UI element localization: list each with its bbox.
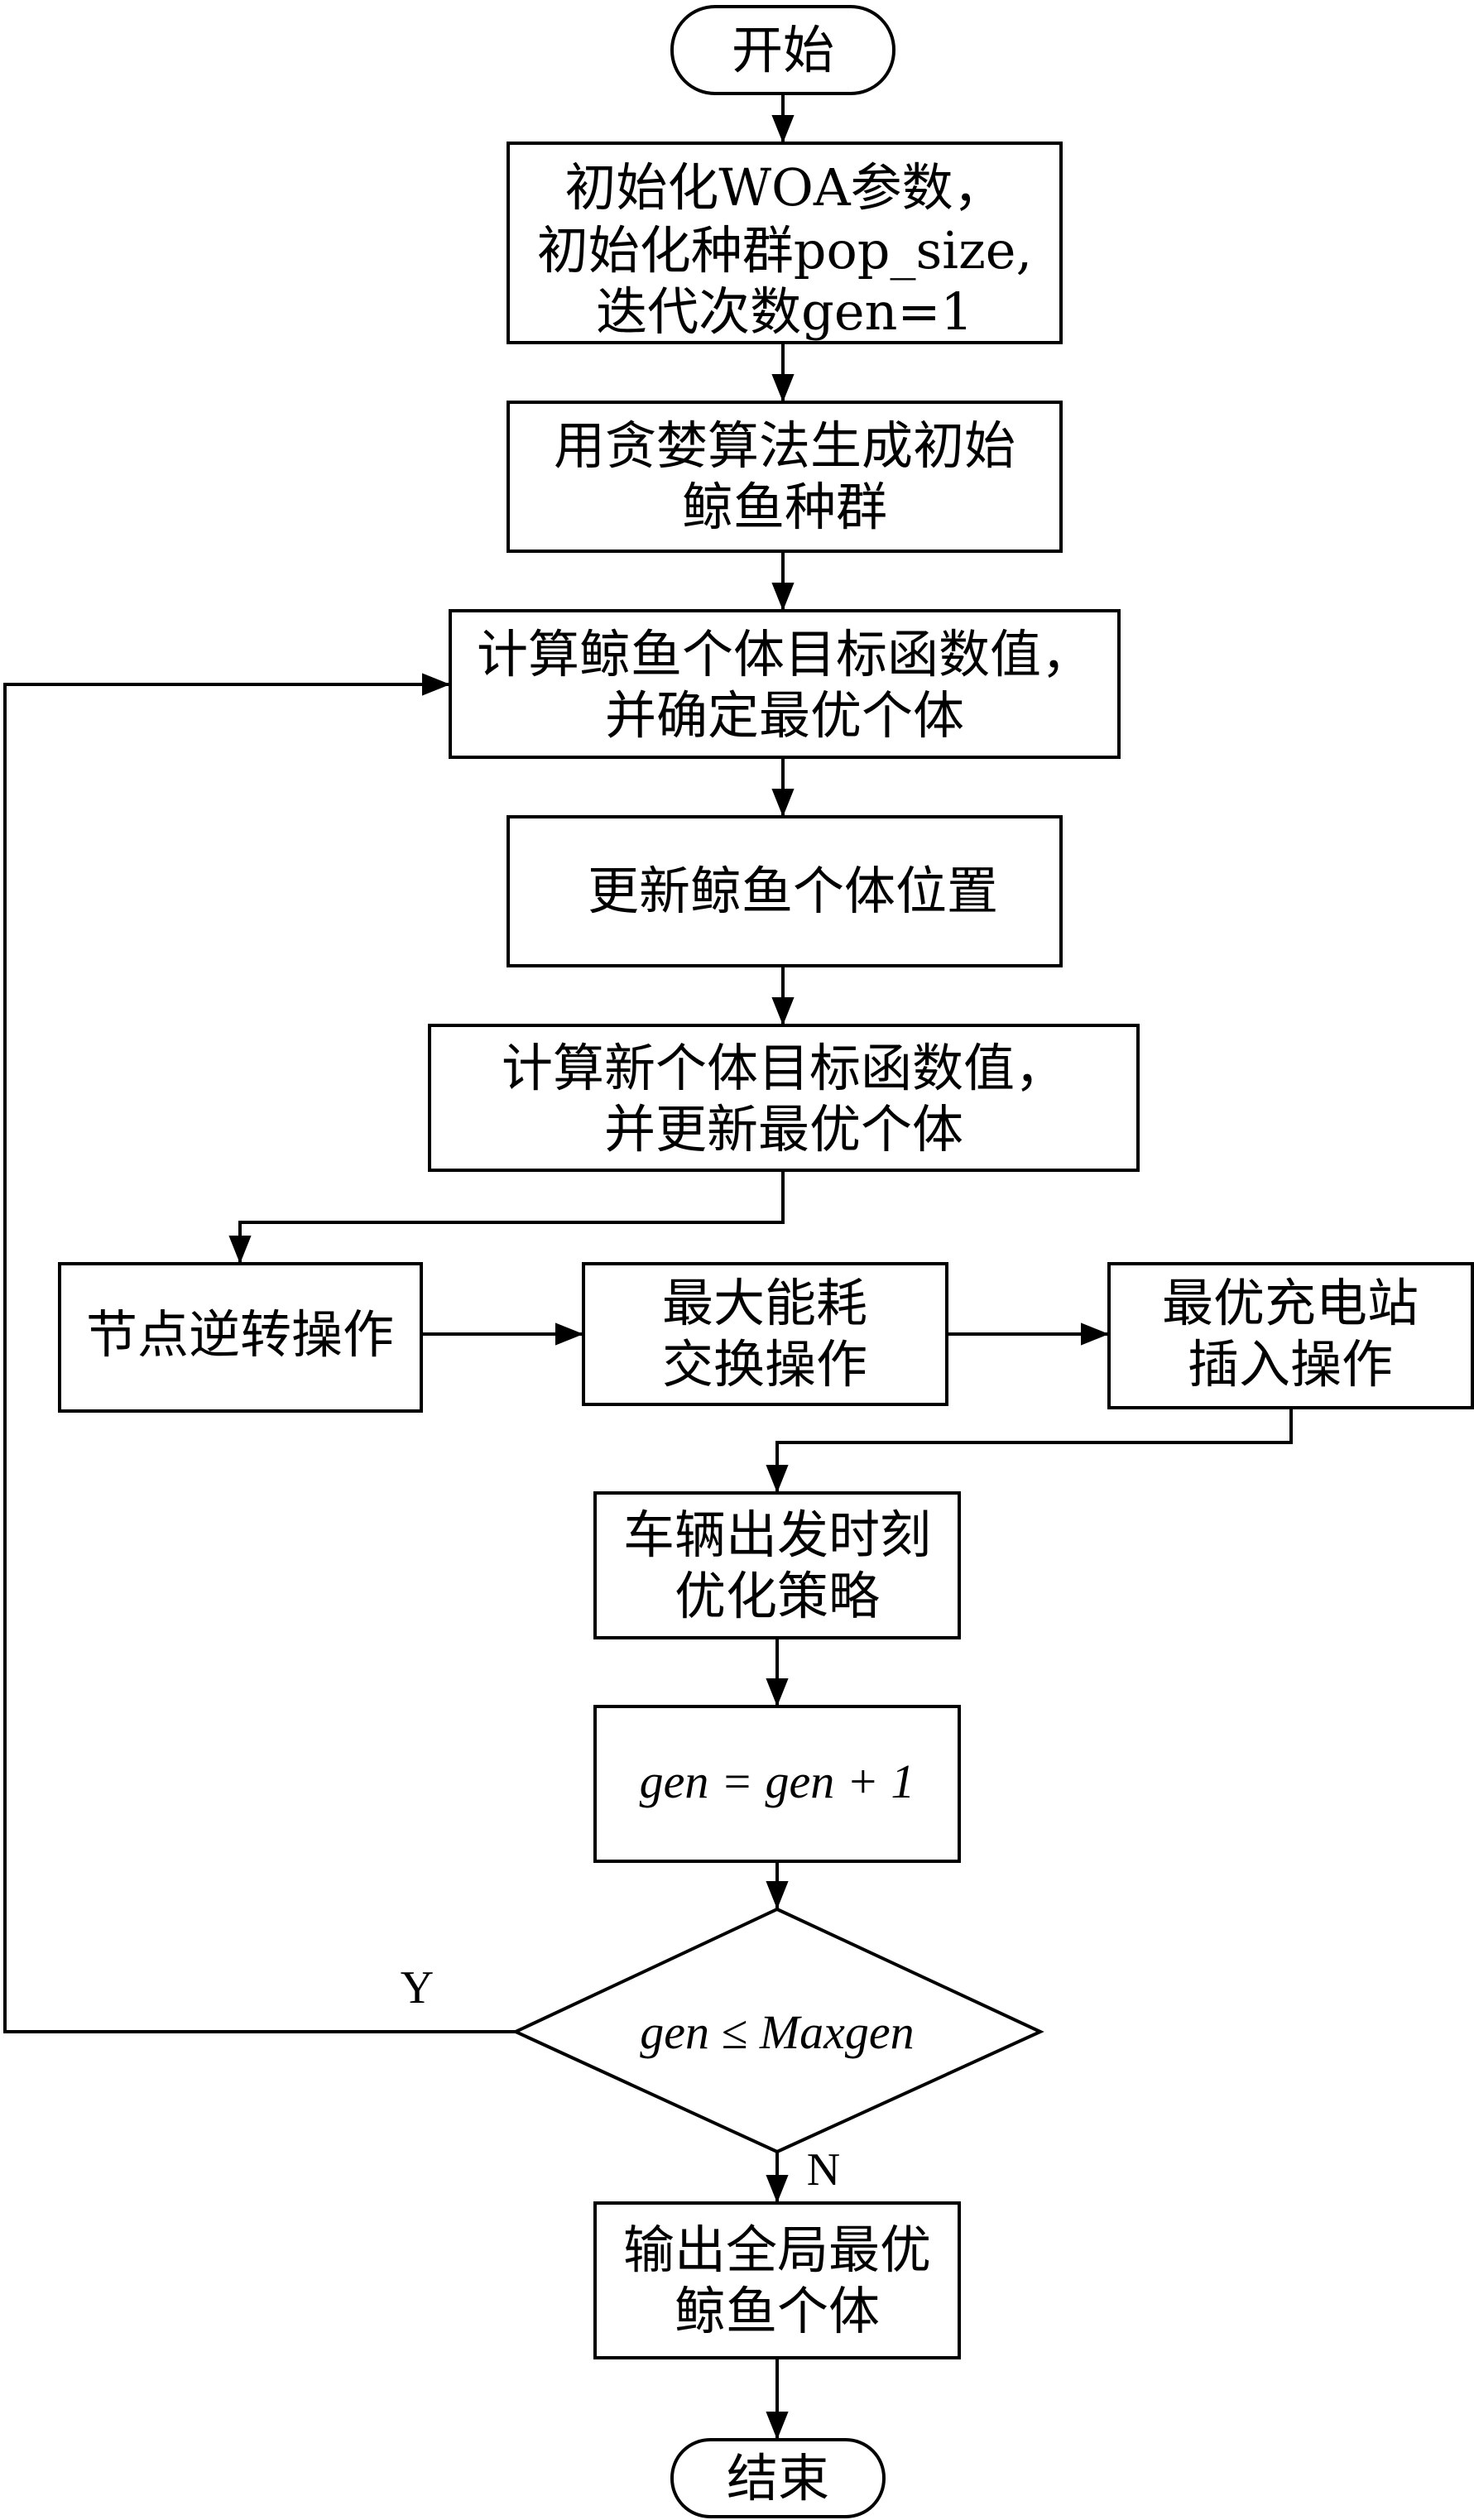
edge-decision-loop-yes (3, 673, 516, 2033)
greedy-line-2: 鲸鱼种群 (682, 477, 887, 537)
init-line-3: 迭代次数gen=1 (596, 281, 973, 342)
evaluate-line-2: 并确定最优个体 (605, 685, 964, 746)
evaluate-new-line-2: 并更新最优个体 (604, 1099, 963, 1159)
departure-opt-node: 车辆出发时刻 优化策略 (593, 1491, 961, 1639)
output-line-2: 鲸鱼个体 (675, 2281, 880, 2341)
edge-insert-departure (766, 1408, 1293, 1493)
decision-node: gen ≤ Maxgen (511, 1907, 1044, 2154)
decision-label: gen ≤ Maxgen (640, 2005, 914, 2059)
node-reversal-node: 节点逆转操作 (58, 1262, 423, 1413)
increment-label: gen = gen + 1 (640, 1754, 915, 1808)
max-energy-swap-line-2: 交换操作 (662, 1334, 867, 1394)
greedy-node: 用贪婪算法生成初始 鲸鱼种群 (507, 401, 1063, 553)
init-line-1: 初始化WOA参数， (564, 157, 1004, 218)
max-energy-swap-line-1: 最大能耗 (662, 1273, 867, 1333)
evaluate-line-1: 计算鲸鱼个体目标函数值， (477, 624, 1092, 684)
end-node: 结束 (670, 2438, 886, 2518)
station-insert-line-2: 插入操作 (1188, 1334, 1393, 1394)
station-insert-node: 最优充电站 插入操作 (1107, 1262, 1474, 1409)
update-position-node: 更新鲸鱼个体位置 (507, 815, 1063, 967)
output-node: 输出全局最优 鲸鱼个体 (593, 2201, 961, 2359)
end-label: 结束 (727, 2448, 829, 2508)
departure-opt-line-1: 车辆出发时刻 (623, 1505, 931, 1565)
start-node: 开始 (670, 5, 895, 95)
greedy-line-1: 用贪婪算法生成初始 (554, 415, 1015, 476)
start-label: 开始 (732, 20, 834, 80)
increment-node: gen = gen + 1 (593, 1705, 961, 1863)
edges (3, 94, 1293, 2440)
init-node: 初始化WOA参数， 初始化种群pop_size, 迭代次数gen=1 (507, 142, 1063, 344)
init-line-2: 初始化种群pop_size, (537, 220, 1032, 281)
max-energy-swap-node: 最大能耗 交换操作 (582, 1262, 948, 1406)
evaluate-node: 计算鲸鱼个体目标函数值， 并确定最优个体 (449, 609, 1121, 759)
evaluate-new-node: 计算新个体目标函数值， 并更新最优个体 (428, 1024, 1140, 1172)
output-line-1: 输出全局最优 (623, 2220, 931, 2280)
update-position-label: 更新鲸鱼个体位置 (588, 861, 998, 921)
station-insert-line-1: 最优充电站 (1162, 1273, 1419, 1333)
edge-evaluate-new-reversal (228, 1170, 785, 1264)
decision-no-label: N (807, 2144, 840, 2196)
evaluate-new-line-1: 计算新个体目标函数值， (502, 1038, 1066, 1098)
node-reversal-label: 节点逆转操作 (86, 1304, 394, 1365)
departure-opt-line-2: 优化策略 (675, 1566, 880, 1626)
decision-yes-label: Y (401, 1962, 434, 2014)
